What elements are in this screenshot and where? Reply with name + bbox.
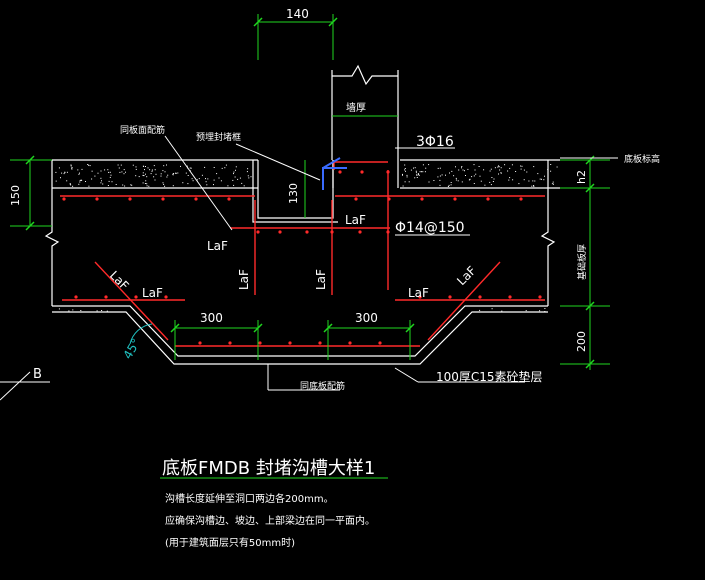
dimension-ticks (25, 17, 595, 369)
laf-label-3: LaF (237, 269, 251, 290)
dim-top-width: 140 (286, 7, 309, 21)
dim-bottom-left: 300 (200, 311, 223, 325)
slab-thickness-label: 基础板厚 (576, 244, 588, 280)
angle-label: 45° (120, 336, 143, 361)
plug-frame-shape (322, 157, 347, 190)
laf-label-1: LaF (345, 213, 366, 227)
dim-right-bottom: 200 (575, 331, 588, 352)
laf-label-6: LaF (142, 286, 163, 300)
angle-arc (129, 323, 153, 345)
h2-label: h2 (575, 170, 588, 184)
same-bottom-rebar-label: 同底板配筋 (300, 380, 345, 392)
concrete-outline (44, 64, 560, 365)
concrete-hatch (55, 164, 558, 312)
leader-lines (0, 135, 618, 401)
dimension-lines (10, 14, 610, 370)
laf-label-5: LaF (107, 268, 132, 293)
slab-elevation-label: 底板标高 (624, 153, 660, 165)
laf-label-7: LaF (408, 286, 429, 300)
section-b-label: B (33, 367, 42, 382)
laf-label-8: LaF (454, 263, 479, 288)
dim-slot-depth: 130 (287, 183, 300, 204)
rebar-lines (60, 161, 545, 347)
rebar-dots (62, 170, 542, 345)
same-face-rebar-label: 同板面配筋 (120, 124, 165, 136)
laf-label-4: LaF (314, 269, 328, 290)
dim-left-height: 150 (9, 185, 22, 206)
rebar-spacing-label: Φ14@150 (395, 220, 465, 236)
drawing-title: 底板FMDB 封堵沟槽大样1 (162, 458, 375, 479)
note-2: 应确保沟槽边、坡边、上部梁边在同一平面内。 (165, 514, 375, 527)
note-1: 沟槽长度延伸至洞口两边各200mm。 (165, 492, 334, 505)
note-3: (用于建筑面层只有50mm时) (165, 536, 295, 549)
dim-bottom-right: 300 (355, 311, 378, 325)
rebar-top-label: 3Φ16 (416, 134, 454, 150)
cushion-label: 100厚C15素砼垫层 (436, 369, 543, 384)
wall-thickness-label: 墙厚 (346, 101, 366, 114)
laf-label-2: LaF (207, 239, 228, 253)
plug-frame-label: 预埋封堵框 (196, 131, 241, 143)
